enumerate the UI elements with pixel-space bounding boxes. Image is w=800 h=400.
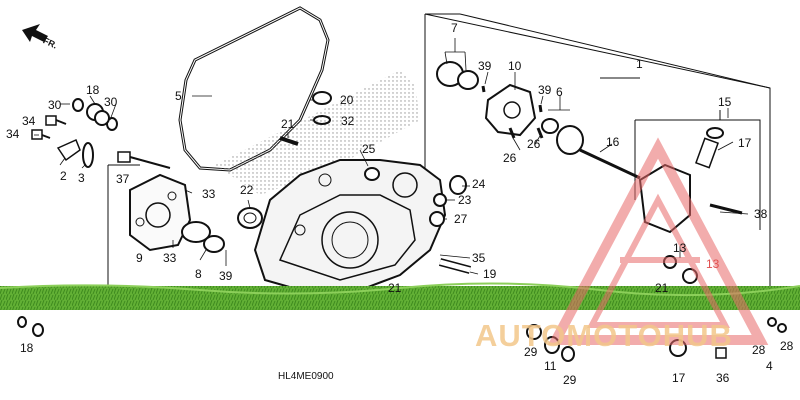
bolt-36 bbox=[715, 347, 727, 359]
pump-rotor-8 bbox=[181, 221, 225, 253]
part-label-8: 8 bbox=[195, 267, 202, 281]
part-label-20: 20 bbox=[340, 93, 354, 107]
diagram-code: HL4ME0900 bbox=[278, 371, 334, 382]
part-label-39b: 39 bbox=[538, 83, 552, 97]
bearing-25 bbox=[364, 167, 380, 181]
cap-20 bbox=[312, 91, 332, 105]
bearing-27 bbox=[429, 211, 445, 227]
part-label-13b: 13 bbox=[706, 257, 720, 271]
part-label-33b: 33 bbox=[163, 251, 177, 265]
part-label-38: 38 bbox=[754, 207, 768, 221]
seal-29-b bbox=[561, 346, 575, 362]
ring-bottom-left-b bbox=[32, 323, 44, 337]
part-label-29a: 29 bbox=[524, 345, 538, 359]
part-label-23: 23 bbox=[458, 193, 472, 207]
part-label-6: 6 bbox=[556, 85, 563, 99]
part-label-21a: 21 bbox=[281, 117, 295, 131]
filter-17 bbox=[695, 137, 719, 169]
part-label-18a: 18 bbox=[86, 83, 100, 97]
bolt-37 bbox=[117, 151, 171, 169]
leader-lines bbox=[34, 38, 749, 275]
part-label-3: 3 bbox=[78, 171, 85, 185]
seal-23 bbox=[433, 193, 447, 207]
pin-39-b bbox=[538, 104, 543, 113]
o-ring-30-a bbox=[72, 98, 84, 112]
bolt-34-b bbox=[31, 129, 51, 140]
part-label-17b: 17 bbox=[672, 371, 686, 385]
part-label-11: 11 bbox=[544, 359, 557, 373]
part-label-19: 19 bbox=[483, 267, 497, 281]
part-label-29b: 29 bbox=[563, 373, 577, 387]
rotor-6 bbox=[541, 118, 584, 155]
part-label-28a: 28 bbox=[752, 343, 766, 357]
part-label-24: 24 bbox=[472, 177, 486, 191]
part-label-30b: 30 bbox=[104, 95, 118, 109]
dowel-21 bbox=[279, 136, 299, 146]
part-label-17a: 17 bbox=[738, 136, 752, 150]
part-label-27: 27 bbox=[454, 212, 468, 226]
bracket-2 bbox=[56, 138, 81, 162]
shaft-16 bbox=[579, 148, 641, 180]
ring-bottom-left-a bbox=[17, 316, 27, 328]
part-label-26a: 26 bbox=[503, 151, 517, 165]
part-label-1: 1 bbox=[636, 57, 643, 71]
shaded-surface bbox=[215, 70, 420, 195]
part-label-22: 22 bbox=[240, 183, 254, 197]
pump-housing-10 bbox=[484, 83, 537, 137]
part-label-26b: 26 bbox=[527, 137, 541, 151]
part-label-10: 10 bbox=[508, 59, 522, 73]
part-label-35: 35 bbox=[472, 251, 486, 265]
bearing-24 bbox=[449, 175, 467, 195]
part-label-32: 32 bbox=[341, 114, 355, 128]
part-label-21b: 21 bbox=[388, 281, 402, 295]
part-label-15: 15 bbox=[718, 95, 732, 109]
collar-18 bbox=[86, 103, 110, 126]
part-label-4: 4 bbox=[766, 359, 773, 373]
part-label-33a: 33 bbox=[202, 187, 216, 201]
part-label-39a: 39 bbox=[478, 59, 492, 73]
gear-7 bbox=[436, 61, 479, 90]
oil-pump-body bbox=[129, 173, 192, 252]
bolt-34-a bbox=[45, 115, 67, 126]
part-label-28b: 28 bbox=[780, 339, 794, 353]
o-ring-3 bbox=[82, 142, 94, 168]
grass-band bbox=[0, 286, 800, 310]
pin-26-b bbox=[536, 127, 544, 139]
pin-39-a bbox=[481, 85, 486, 93]
washer-28-a bbox=[767, 317, 777, 327]
seal-29-a bbox=[526, 324, 542, 340]
pin-26-a bbox=[508, 127, 516, 139]
part-label-16: 16 bbox=[606, 135, 620, 149]
part-label-34a: 34 bbox=[22, 114, 36, 128]
part-label-18b: 18 bbox=[20, 341, 34, 355]
front-direction-arrow bbox=[22, 24, 48, 42]
watermark-logo bbox=[547, 137, 769, 345]
bolt-38 bbox=[709, 203, 743, 215]
part-label-39c: 39 bbox=[219, 269, 233, 283]
part-label-34b: 34 bbox=[6, 127, 20, 141]
part-label-37: 37 bbox=[116, 172, 130, 186]
part-label-9: 9 bbox=[136, 251, 143, 265]
part-label-5: 5 bbox=[175, 89, 182, 103]
watermark-text: AUTOMOTOHUB bbox=[475, 318, 733, 353]
part-label-13a: 13 bbox=[673, 241, 687, 255]
washer-28-b bbox=[777, 323, 787, 333]
part-label-7: 7 bbox=[451, 21, 458, 35]
part-label-25: 25 bbox=[362, 142, 376, 156]
part-label-21c: 21 bbox=[655, 281, 669, 295]
part-label-2: 2 bbox=[60, 169, 67, 183]
part-label-30a: 30 bbox=[48, 98, 62, 112]
bearing-22 bbox=[237, 207, 263, 229]
part-label-36: 36 bbox=[716, 371, 730, 385]
